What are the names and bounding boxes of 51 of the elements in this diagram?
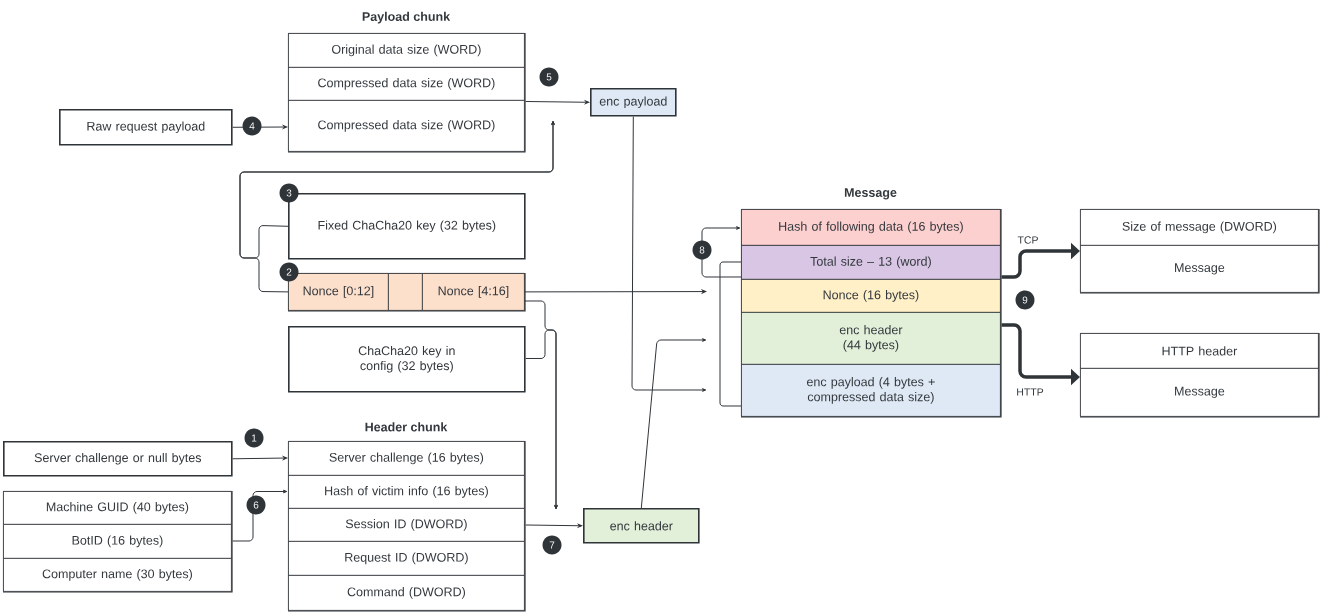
table-row: enc payload (4 bytes + compressed data size) — [741, 364, 1001, 417]
table-row: Computer name (30 bytes) — [3, 558, 232, 592]
callout-number: 9 — [1015, 290, 1035, 310]
table-row: HTTP header — [1080, 333, 1319, 369]
arrow — [232, 489, 288, 542]
table-title: Header chunk — [365, 422, 448, 432]
edge-label: HTTP — [1015, 387, 1045, 397]
table-row: Hash of following data (16 bytes) — [741, 209, 1001, 246]
arrow — [631, 116, 707, 392]
arrow — [1001, 242, 1080, 279]
table-row: Session ID (DWORD) — [288, 508, 525, 542]
table-row: Request ID (DWORD) — [288, 541, 525, 576]
table-row: Compressed data size (WORD) — [288, 100, 525, 152]
table-row: Compressed data size (WORD) — [288, 67, 525, 101]
table-row: Original data size (WORD) — [288, 33, 525, 68]
callout-number: 2 — [279, 262, 299, 282]
callout-number: 5 — [539, 67, 559, 87]
arrow — [640, 338, 707, 509]
data-box: Raw request payload — [59, 109, 233, 146]
table-title: Payload chunk — [362, 11, 451, 24]
arrow — [239, 120, 555, 293]
callout-number: 4 — [242, 116, 262, 136]
table-row: Machine GUID (40 bytes) — [3, 491, 232, 525]
arrow — [232, 456, 288, 460]
table-row: BotID (16 bytes) — [3, 524, 232, 559]
arrow — [524, 289, 707, 294]
table-row: Size of message (DWORD) — [1080, 209, 1319, 246]
callout-number: 1 — [244, 428, 264, 448]
table-row: Hash of victim info (16 bytes) — [288, 475, 525, 509]
table-row: Command (DWORD) — [288, 575, 525, 611]
table-row: enc header (44 bytes) — [741, 312, 1001, 365]
callout-number: 6 — [246, 495, 266, 515]
arrow — [525, 329, 558, 510]
encrypted-block: enc header — [583, 508, 700, 544]
table-row: Message — [1080, 368, 1319, 417]
callout-number: 8 — [692, 240, 712, 260]
arrow — [525, 100, 590, 105]
arrow — [701, 226, 742, 278]
table-row: Message — [1080, 245, 1319, 293]
data-box: ChaCha20 key in config (32 bytes) — [288, 326, 526, 393]
edge-label: TCP — [1016, 235, 1040, 245]
arrow — [525, 523, 583, 528]
encrypted-block: enc payload — [590, 88, 677, 117]
table-row: Nonce (16 bytes) — [741, 279, 1001, 313]
callout-number: 7 — [542, 535, 562, 555]
callout-number: 3 — [279, 183, 299, 203]
table-row: Server challenge (16 bytes) — [288, 441, 525, 476]
data-box: Server challenge or null bytes — [3, 441, 233, 477]
table-row: Total size – 13 (word) — [741, 245, 1001, 280]
table-title: Message — [844, 188, 897, 200]
empty-cell — [388, 273, 423, 311]
